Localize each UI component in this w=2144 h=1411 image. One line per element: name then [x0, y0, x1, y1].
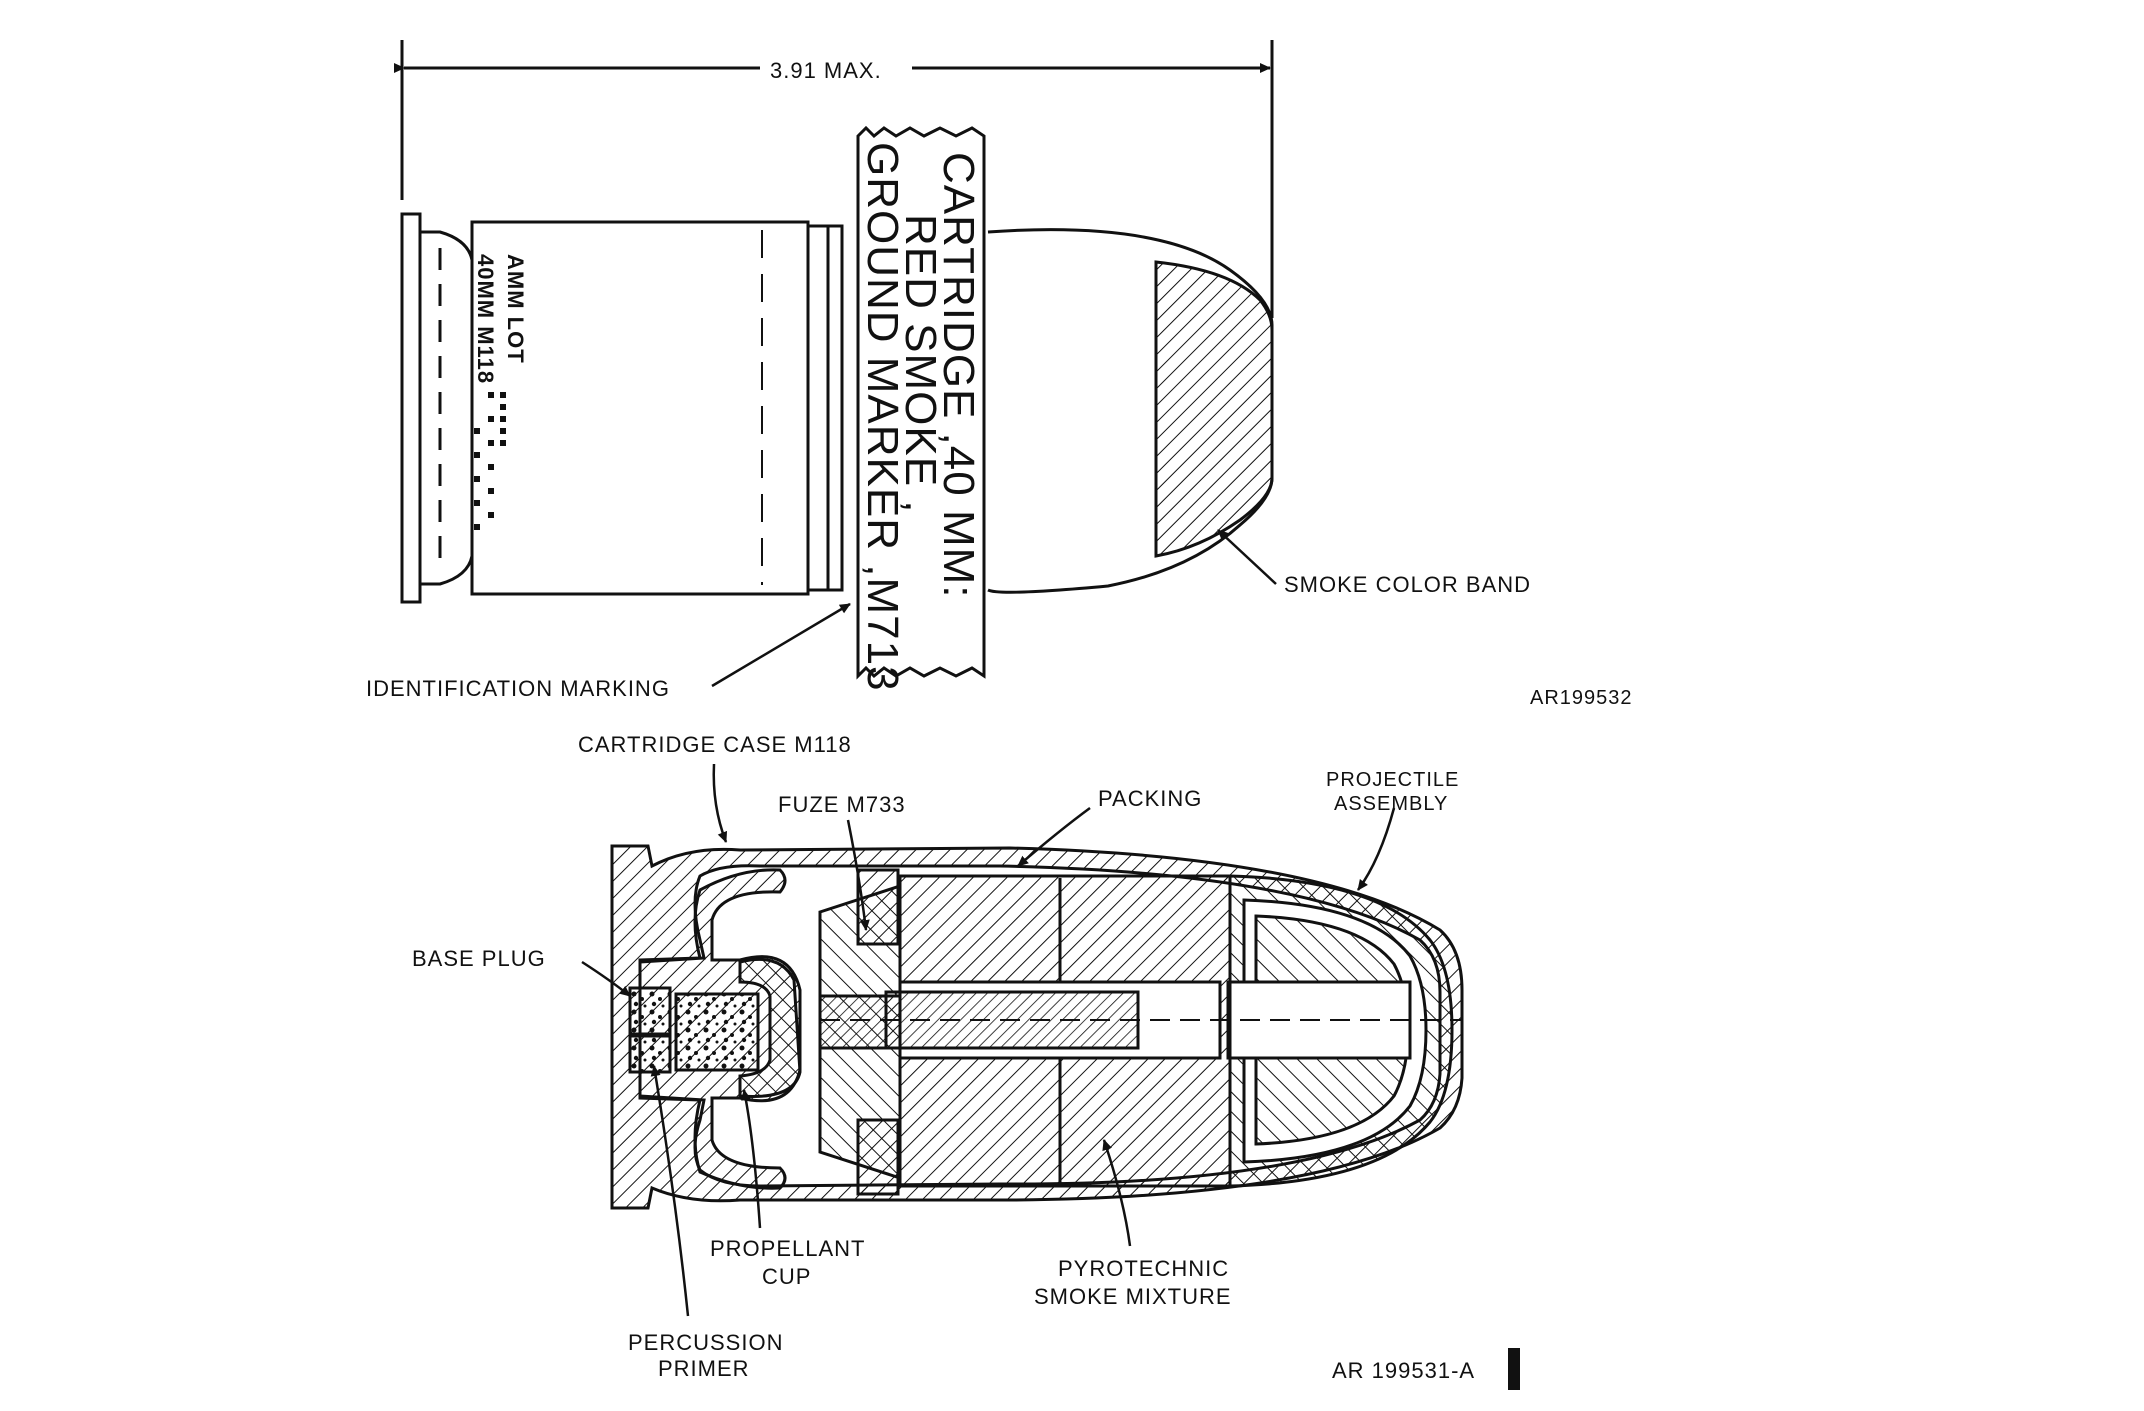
fuze-plate-top	[856, 868, 900, 946]
identification-marking-label: IDENTIFICATION MARKING	[366, 676, 670, 701]
percussion-label-2: PRIMER	[658, 1356, 750, 1381]
exterior-labels: 3.91 MAX. IDENTIFICATION MARKING SMOKE C…	[366, 52, 1633, 709]
case-leader	[712, 763, 728, 843]
pyro-leader	[1102, 1139, 1132, 1247]
tag-text-line1: CARTRIDGE ,40 MM:	[934, 152, 983, 598]
percussion-primer	[628, 1034, 672, 1074]
identification-tag: CARTRIDGE ,40 MM: RED SMOKE , GROUND MAR…	[856, 125, 986, 692]
smoke-color-band-label: SMOKE COLOR BAND	[1284, 572, 1531, 597]
figure-number-top: AR199532	[1530, 687, 1633, 709]
base-plug-label: BASE PLUG	[412, 946, 546, 971]
case-marking-dots	[474, 392, 506, 530]
case-marking-lot: AMM LOT	[503, 254, 528, 364]
base-plug-leader	[581, 960, 631, 997]
projectile-label-2: ASSEMBLY	[1334, 793, 1448, 815]
dimension-label: 3.91 MAX.	[770, 58, 882, 83]
propellant-label-2: CUP	[762, 1264, 811, 1289]
fuze-leader	[846, 819, 870, 931]
identification-leader	[711, 602, 851, 688]
projectile-leader	[1356, 807, 1396, 891]
packing-label: PACKING	[1098, 786, 1202, 811]
fuze-plate-bottom	[856, 1118, 900, 1196]
fuze-label: FUZE M733	[778, 792, 906, 817]
cartridge-case-label: CARTRIDGE CASE M118	[578, 732, 852, 757]
packing-leader	[1017, 806, 1091, 867]
case-ring-2	[826, 224, 844, 592]
exterior-view: AMM LOT 40MM M118 CARTRIDGE ,40 MM: RED …	[394, 40, 1277, 692]
projectile-label-1: PROJECTILE	[1326, 769, 1459, 791]
tag-text-line2: RED SMOKE ,	[896, 214, 945, 514]
smoke-band-leader	[1217, 529, 1277, 585]
propellant-leader	[741, 1089, 762, 1229]
propellant-label-1: PROPELLANT	[710, 1236, 866, 1261]
case-ring-1	[806, 224, 830, 592]
section-labels: CARTRIDGE CASE M118 FUZE M733 PACKING PR…	[412, 732, 1520, 1390]
percussion-label-1: PERCUSSION	[628, 1330, 783, 1355]
case-extractor-groove	[420, 230, 474, 586]
case-marking-caliber: 40MM M118	[473, 254, 498, 384]
tag-outline	[856, 125, 986, 680]
case-stencil: AMM LOT 40MM M118	[473, 254, 528, 530]
case-rim	[400, 212, 422, 604]
primer-leader	[650, 1065, 690, 1317]
section-view	[581, 763, 1464, 1317]
tag-text-line3: GROUND MARKER ,M713	[858, 142, 907, 692]
pyrotechnic-label-2: SMOKE MIXTURE	[1034, 1284, 1232, 1309]
base-plug	[628, 986, 672, 1036]
figure-marker-bar	[1508, 1348, 1520, 1390]
pyrotechnic-label-1: PYROTECHNIC	[1058, 1256, 1229, 1281]
section-leaders	[581, 763, 1396, 1317]
primer-charge	[674, 992, 760, 1072]
propellant-cup	[738, 957, 802, 1098]
smoke-color-band	[1154, 260, 1274, 558]
figure-number-bottom: AR 199531-A	[1332, 1358, 1475, 1383]
